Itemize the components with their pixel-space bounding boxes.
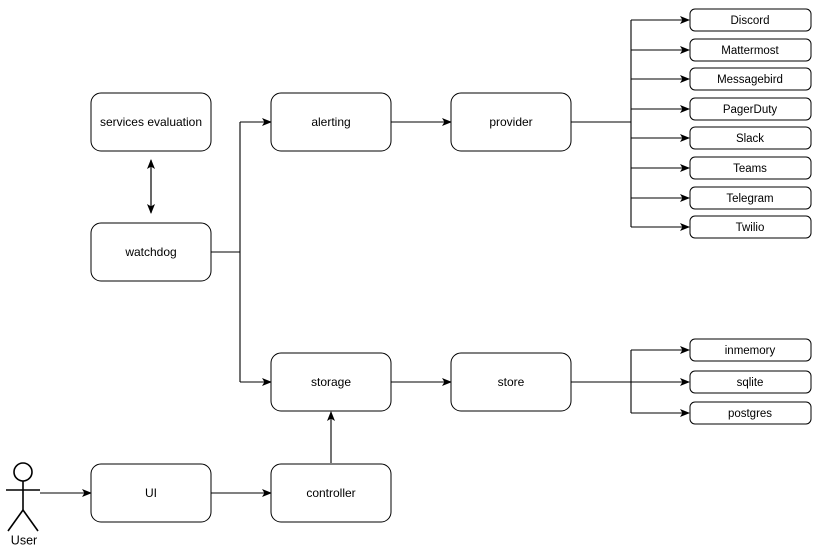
node-ui[interactable]: UI xyxy=(90,463,212,523)
node-store-inmemory-label: inmemory xyxy=(725,345,776,357)
node-store-inmemory[interactable]: inmemory xyxy=(689,338,812,362)
node-provider-mattermost[interactable]: Mattermost xyxy=(689,38,812,62)
provider-list: Discord Mattermost Messagebird PagerDuty… xyxy=(689,8,812,239)
node-services-evaluation-label: services evaluation xyxy=(100,115,202,129)
user-actor: User xyxy=(6,462,40,547)
node-storage[interactable]: storage xyxy=(270,352,392,412)
store-list: inmemory sqlite postgres xyxy=(689,338,812,425)
edge-watchdog-bus xyxy=(211,122,241,382)
node-provider-mattermost-label: Mattermost xyxy=(721,45,779,57)
node-store-sqlite-label: sqlite xyxy=(737,377,764,389)
node-alerting[interactable]: alerting xyxy=(270,92,392,152)
node-provider-teams[interactable]: Teams xyxy=(689,156,812,180)
node-provider-discord[interactable]: Discord xyxy=(689,8,812,32)
node-provider[interactable]: provider xyxy=(450,92,572,152)
edge-store-bus xyxy=(570,350,632,413)
node-provider-telegram[interactable]: Telegram xyxy=(689,186,812,210)
edge-store-branches xyxy=(631,346,690,417)
node-services-evaluation[interactable]: services evaluation xyxy=(90,92,212,152)
node-provider-slack[interactable]: Slack xyxy=(689,126,812,150)
node-store-postgres[interactable]: postgres xyxy=(689,401,812,425)
node-store-label: store xyxy=(498,375,525,389)
node-ui-label: UI xyxy=(145,486,157,500)
user-actor-label: User xyxy=(11,533,37,547)
node-watchdog-label: watchdog xyxy=(124,245,176,259)
node-watchdog[interactable]: watchdog xyxy=(90,222,212,282)
node-provider-twilio[interactable]: Twilio xyxy=(689,215,812,239)
node-provider-slack-label: Slack xyxy=(736,133,764,145)
node-controller-label: controller xyxy=(306,486,355,500)
node-store-sqlite[interactable]: sqlite xyxy=(689,370,812,394)
stick-figure-actor-icon xyxy=(6,462,40,532)
node-provider-discord-label: Discord xyxy=(731,15,770,27)
node-provider-telegram-label: Telegram xyxy=(726,193,773,205)
node-provider-pagerduty-label: PagerDuty xyxy=(723,104,778,116)
node-provider-twilio-label: Twilio xyxy=(736,222,765,234)
node-provider-messagebird-label: Messagebird xyxy=(717,74,783,86)
node-store-postgres-label: postgres xyxy=(728,408,772,420)
node-store[interactable]: store xyxy=(450,352,572,412)
node-provider-label: provider xyxy=(489,115,532,129)
edge-provider-branches xyxy=(631,16,690,231)
node-provider-teams-label: Teams xyxy=(733,163,767,175)
node-alerting-label: alerting xyxy=(311,115,350,129)
node-provider-messagebird[interactable]: Messagebird xyxy=(689,67,812,91)
edge-provider-bus xyxy=(570,20,632,227)
node-storage-label: storage xyxy=(311,375,351,389)
node-controller[interactable]: controller xyxy=(270,463,392,523)
node-provider-pagerduty[interactable]: PagerDuty xyxy=(689,97,812,121)
